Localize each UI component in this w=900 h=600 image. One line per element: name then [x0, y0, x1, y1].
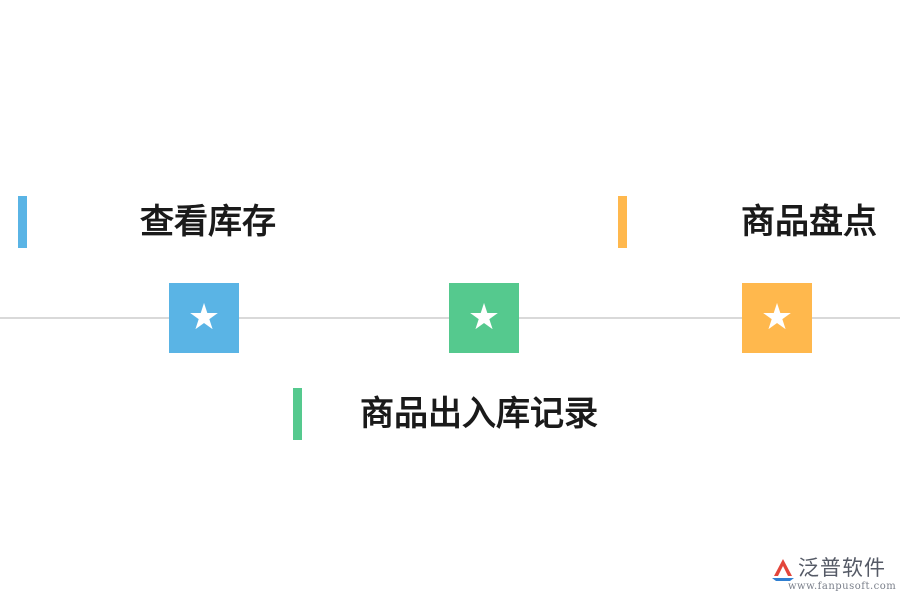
step-2-accent-bar: [293, 388, 302, 440]
star-icon: ★: [760, 297, 794, 338]
step-2-title: 商品出入库记录: [360, 394, 598, 434]
step-1-marker: ★: [169, 283, 239, 353]
star-icon: ★: [187, 297, 221, 338]
step-3-title: 商品盘点: [741, 202, 877, 242]
step-2-marker: ★: [449, 283, 519, 353]
step-1-title: 查看库存: [140, 202, 276, 242]
step-3-accent-bar: [618, 196, 627, 248]
star-icon: ★: [467, 297, 501, 338]
step-3-marker: ★: [742, 283, 812, 353]
fanpu-logo-icon: [772, 559, 794, 581]
brand-name: 泛普软件: [798, 556, 886, 580]
brand-watermark: 泛普软件 www.fanpusoft.com: [770, 552, 897, 596]
step-1-accent-bar: [18, 196, 27, 248]
brand-url: www.fanpusoft.com: [788, 581, 897, 592]
